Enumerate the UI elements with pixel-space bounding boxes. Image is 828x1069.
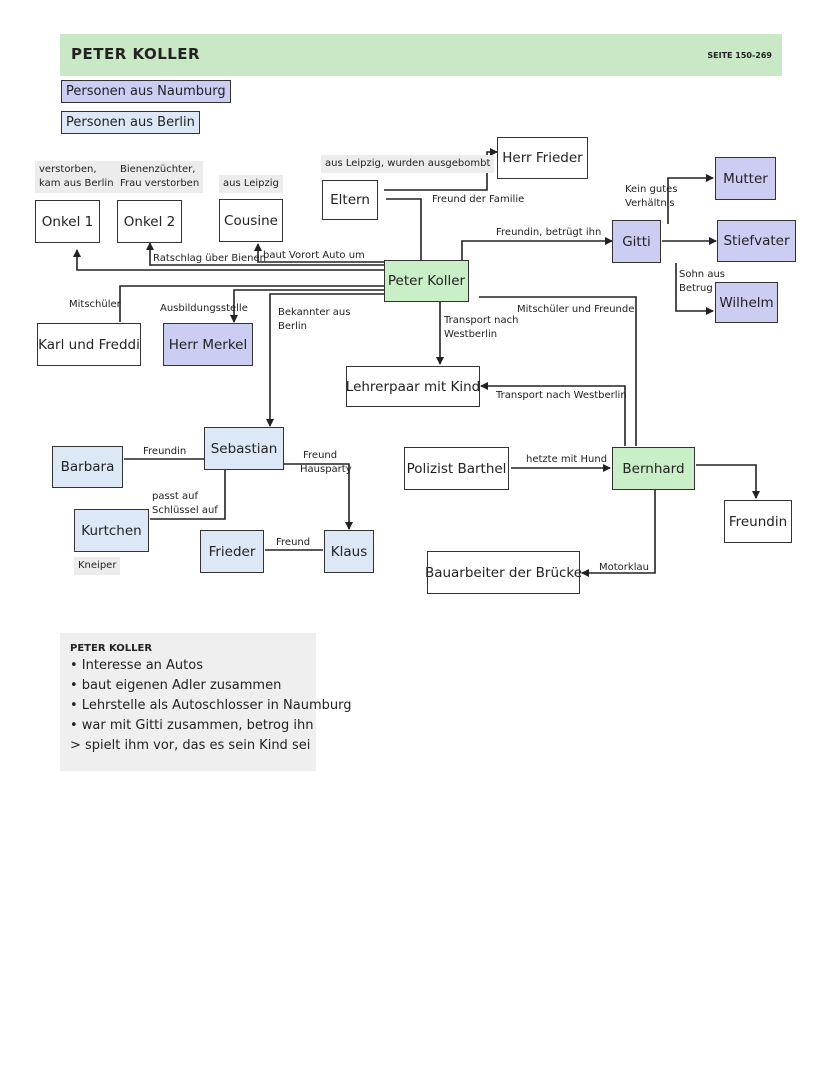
edge-gitti-mutter — [667, 174, 714, 224]
note-onkel2: Bienenzüchter, Frau verstorben — [116, 161, 204, 193]
edge-peter-karl — [119, 285, 384, 322]
edge-peter-gitti — [461, 237, 613, 260]
info-item: • war mit Gitti zusammen, betrog ihn — [70, 718, 314, 733]
node-polizist: Polizist Barthel — [404, 447, 509, 490]
note-onkel2-line1: Bienenzüchter, — [120, 164, 196, 175]
node-onkel2: Onkel 2 — [117, 200, 182, 243]
edge-bernhard-freundin — [696, 464, 760, 499]
label-freundin-barbara: Freundin — [143, 446, 187, 457]
note-onkel1-line1: verstorben, — [39, 164, 97, 175]
edge-peter-cousine — [254, 243, 384, 263]
node-herr-frieder: Herr Frieder — [497, 137, 588, 179]
label-kein-gutes-line1: Kein gutes — [625, 184, 678, 195]
label-passt-auf-line1: passt auf — [152, 491, 198, 502]
note-eltern: aus Leipzig, wurden ausgebombt — [321, 155, 495, 173]
label-freund-haus-line1: Freund — [303, 450, 338, 461]
label-bekannter: Bekannter aus Berlin — [278, 306, 350, 334]
label-freund-haus-line2: Hausparty — [300, 464, 352, 475]
node-herr-merkel: Herr Merkel — [163, 323, 253, 366]
node-frieder: Frieder — [200, 530, 264, 573]
edge-bernhard-bauarbeiter — [581, 490, 656, 577]
node-onkel1: Onkel 1 — [35, 200, 100, 243]
edge-peter-merkel — [230, 289, 384, 323]
edge-gitti-wilhelm — [675, 263, 714, 315]
page-header: PETER KOLLER SEITE 150-269 — [60, 34, 782, 76]
edge-peter-onkel1 — [73, 249, 384, 271]
info-item: > spielt ihm vor, das es sein Kind sei — [70, 738, 311, 753]
label-hetzte: hetzte mit Hund — [526, 454, 608, 465]
legend-berlin: Personen aus Berlin — [61, 111, 200, 134]
label-motorklau: Motorklau — [599, 562, 649, 573]
info-list: • Interesse an Autos • baut eigenen Adle… — [70, 656, 352, 756]
page-title: PETER KOLLER — [71, 45, 201, 63]
edge-sebastian-kurtchen — [150, 470, 226, 520]
info-item: • baut eigenen Adler zusammen — [70, 678, 282, 693]
label-passt-auf-line2: Schlüssel auf — [152, 505, 218, 516]
label-auto: baut Vorort Auto um — [263, 250, 365, 261]
edge-sebastian-klaus — [284, 463, 353, 530]
page-range: SEITE 150-269 — [707, 51, 772, 60]
label-sohn-aus-line2: Betrug — [679, 283, 713, 294]
info-box: PETER KOLLER • Interesse an Autos • baut… — [60, 633, 352, 771]
node-klaus: Klaus — [324, 530, 374, 573]
info-heading: PETER KOLLER — [70, 643, 153, 654]
node-freundin: Freundin — [724, 500, 792, 543]
label-bekannter-line2: Berlin — [278, 321, 308, 332]
node-barbara: Barbara — [52, 446, 123, 488]
label-transport1-line1: Transport nach — [444, 315, 519, 326]
node-gitti: Gitti — [612, 220, 661, 263]
edge-peter-bernhard — [479, 296, 637, 446]
edge-bernhard-lehrerpaar — [480, 382, 626, 446]
note-kurtchen: Kneiper — [74, 557, 121, 575]
note-onkel2-line2: Frau verstorben — [120, 178, 200, 189]
edge-peter-eltern — [386, 198, 422, 260]
node-sebastian: Sebastian — [204, 427, 284, 470]
node-mutter: Mutter — [715, 157, 776, 200]
node-eltern: Eltern — [322, 180, 378, 220]
note-onkel1-line2: kam aus Berlin — [39, 178, 114, 189]
edge-peter-sebastian — [266, 293, 384, 427]
node-wilhelm: Wilhelm — [715, 282, 778, 323]
node-kurtchen: Kurtchen — [74, 509, 149, 552]
label-transport1: Transport nach Westberlin — [444, 314, 518, 342]
node-bauarbeiter: Bauarbeiter der Brücke — [425, 551, 582, 594]
label-sohn-aus: Sohn aus Betrug — [679, 268, 725, 296]
node-stiefvater: Stiefvater — [717, 220, 796, 262]
label-freundin-betruegt: Freundin, betrügt ihn — [496, 227, 602, 238]
label-transport1-line2: Westberlin — [444, 329, 498, 340]
label-ausbildungsstelle: Ausbildungsstelle — [160, 303, 248, 314]
node-bernhard: Bernhard — [612, 447, 695, 490]
note-onkel1: verstorben, kam aus Berlin — [35, 161, 118, 193]
edge-peter-onkel2 — [146, 242, 384, 266]
node-peter-koller: Peter Koller — [384, 260, 469, 302]
label-kein-gutes-line2: Verhältnis — [625, 198, 675, 209]
node-karl-freddi: Karl und Freddi — [37, 323, 141, 366]
note-cousine: aus Leipzig — [219, 175, 283, 193]
info-item: • Interesse an Autos — [70, 658, 203, 673]
info-item: • Lehrstelle als Autoschlosser in Naumbu… — [70, 698, 352, 713]
label-freund-haus: Freund Hausparty — [300, 449, 352, 477]
label-kein-gutes: Kein gutes Verhältnis — [625, 183, 677, 211]
node-cousine: Cousine — [219, 199, 283, 242]
label-mitschueler-freunde: Mitschüler und Freunde — [517, 304, 635, 315]
label-freund-familie: Freund der Familie — [432, 194, 525, 205]
label-ratschlag: Ratschlag über Bienen — [153, 253, 267, 264]
label-transport2: Transport nach Westberlin — [496, 390, 627, 401]
node-lehrerpaar: Lehrerpaar mit Kind — [346, 366, 480, 407]
label-sohn-aus-line1: Sohn aus — [679, 269, 725, 280]
label-freund-klaus: Freund — [276, 537, 311, 548]
legend-naumburg: Personen aus Naumburg — [61, 80, 231, 103]
label-bekannter-line1: Bekannter aus — [278, 307, 351, 318]
label-mitschueler: Mitschüler — [69, 299, 121, 310]
label-passt-auf: passt auf Schlüssel auf — [152, 490, 218, 518]
